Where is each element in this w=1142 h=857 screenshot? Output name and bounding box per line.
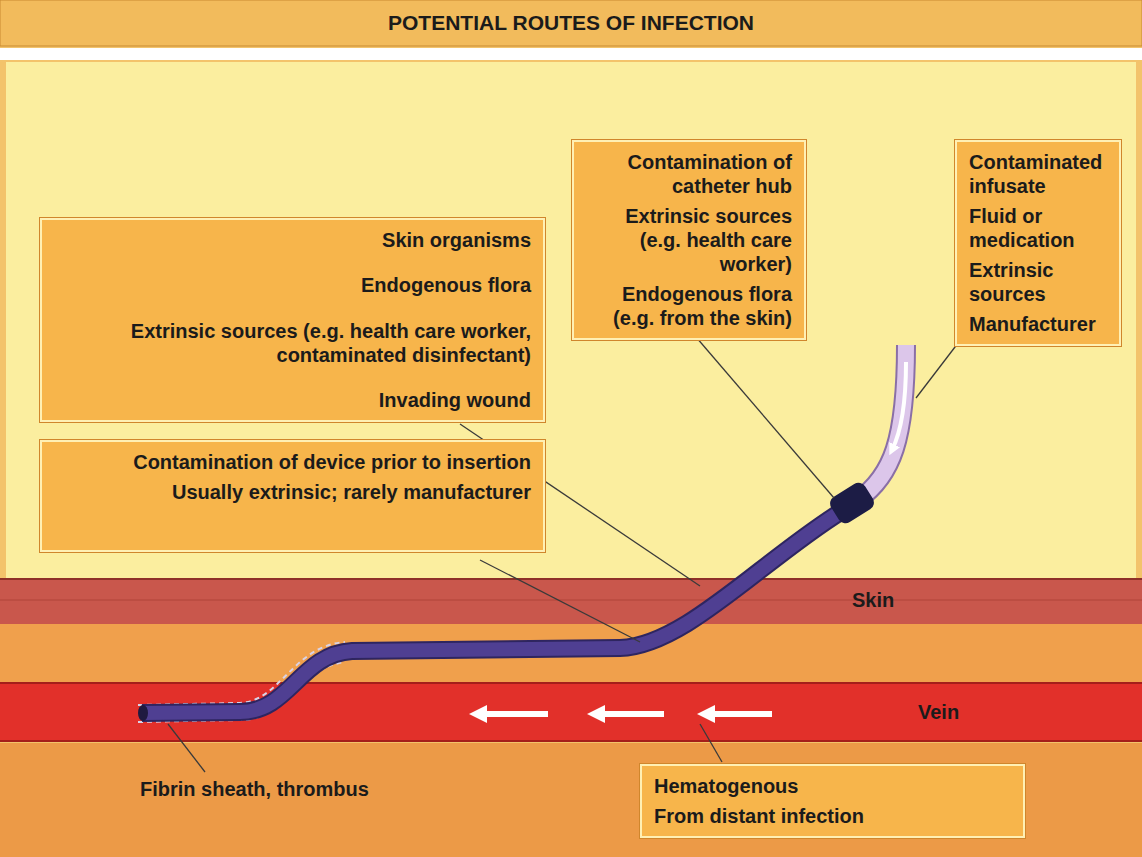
- box-heading: Hematogenous: [654, 774, 1011, 798]
- vein-wall: [0, 682, 1142, 684]
- box-heading: Contaminated infusate: [969, 150, 1107, 198]
- tissue-label: Skin: [852, 589, 894, 612]
- leader-line: [700, 724, 722, 762]
- skin-edge: [0, 578, 1142, 580]
- tissue-label: Vein: [918, 701, 959, 724]
- white-stripe: [0, 48, 1142, 60]
- annotation: Fibrin sheath, thrombus: [140, 778, 369, 801]
- flow-arrow: [706, 711, 772, 717]
- flow-arrow: [596, 711, 664, 717]
- box-text: Extrinsic sources (e.g. health care work…: [54, 319, 531, 367]
- box-heading: Contamination of catheter hub: [586, 150, 792, 198]
- box-text: Endogenous flora: [54, 273, 531, 297]
- catheter-hub: [827, 480, 877, 527]
- box-heading: Skin organisms: [54, 228, 531, 252]
- box-text: Endogenous flora (e.g. from the skin): [586, 282, 792, 330]
- leader-line: [690, 330, 834, 498]
- box-text: From distant infection: [654, 804, 1011, 828]
- callout-box: Contamination of catheter hubExtrinsic s…: [572, 140, 806, 340]
- box-text: Invading wound: [54, 388, 531, 412]
- box-heading: Contamination of device prior to inserti…: [54, 450, 531, 474]
- tubing-outline: [858, 345, 906, 500]
- leader-line: [480, 560, 640, 642]
- vein-wall: [0, 740, 1142, 742]
- catheter-tip: [138, 705, 148, 721]
- infusion-arrow: [892, 362, 906, 450]
- box-text: Usually extrinsic; rarely manufacturer: [54, 480, 531, 504]
- callout-box: Contamination of device prior to inserti…: [40, 440, 545, 552]
- skin-band: [0, 578, 1142, 624]
- skin-layer-line: [0, 600, 1142, 601]
- flow-arrow: [478, 711, 548, 717]
- box-text: Extrinsic sources: [969, 258, 1107, 306]
- leader-line: [168, 724, 205, 772]
- deep-tissue: [0, 743, 1142, 857]
- infusion-tubing: [858, 345, 906, 500]
- box-text: Manufacturer: [969, 312, 1107, 336]
- box-text: Extrinsic sources (e.g. health care work…: [586, 204, 792, 276]
- callout-box: HematogenousFrom distant infection: [640, 764, 1025, 838]
- title-bar: [0, 0, 1142, 46]
- callout-box: Contaminated infusateFluid or medication…: [955, 140, 1121, 346]
- background-panel: [6, 62, 1136, 580]
- callout-box: Skin organismsEndogenous floraExtrinsic …: [40, 218, 545, 422]
- diagram-title: POTENTIAL ROUTES OF INFECTION: [0, 11, 1142, 35]
- box-text: Fluid or medication: [969, 204, 1107, 252]
